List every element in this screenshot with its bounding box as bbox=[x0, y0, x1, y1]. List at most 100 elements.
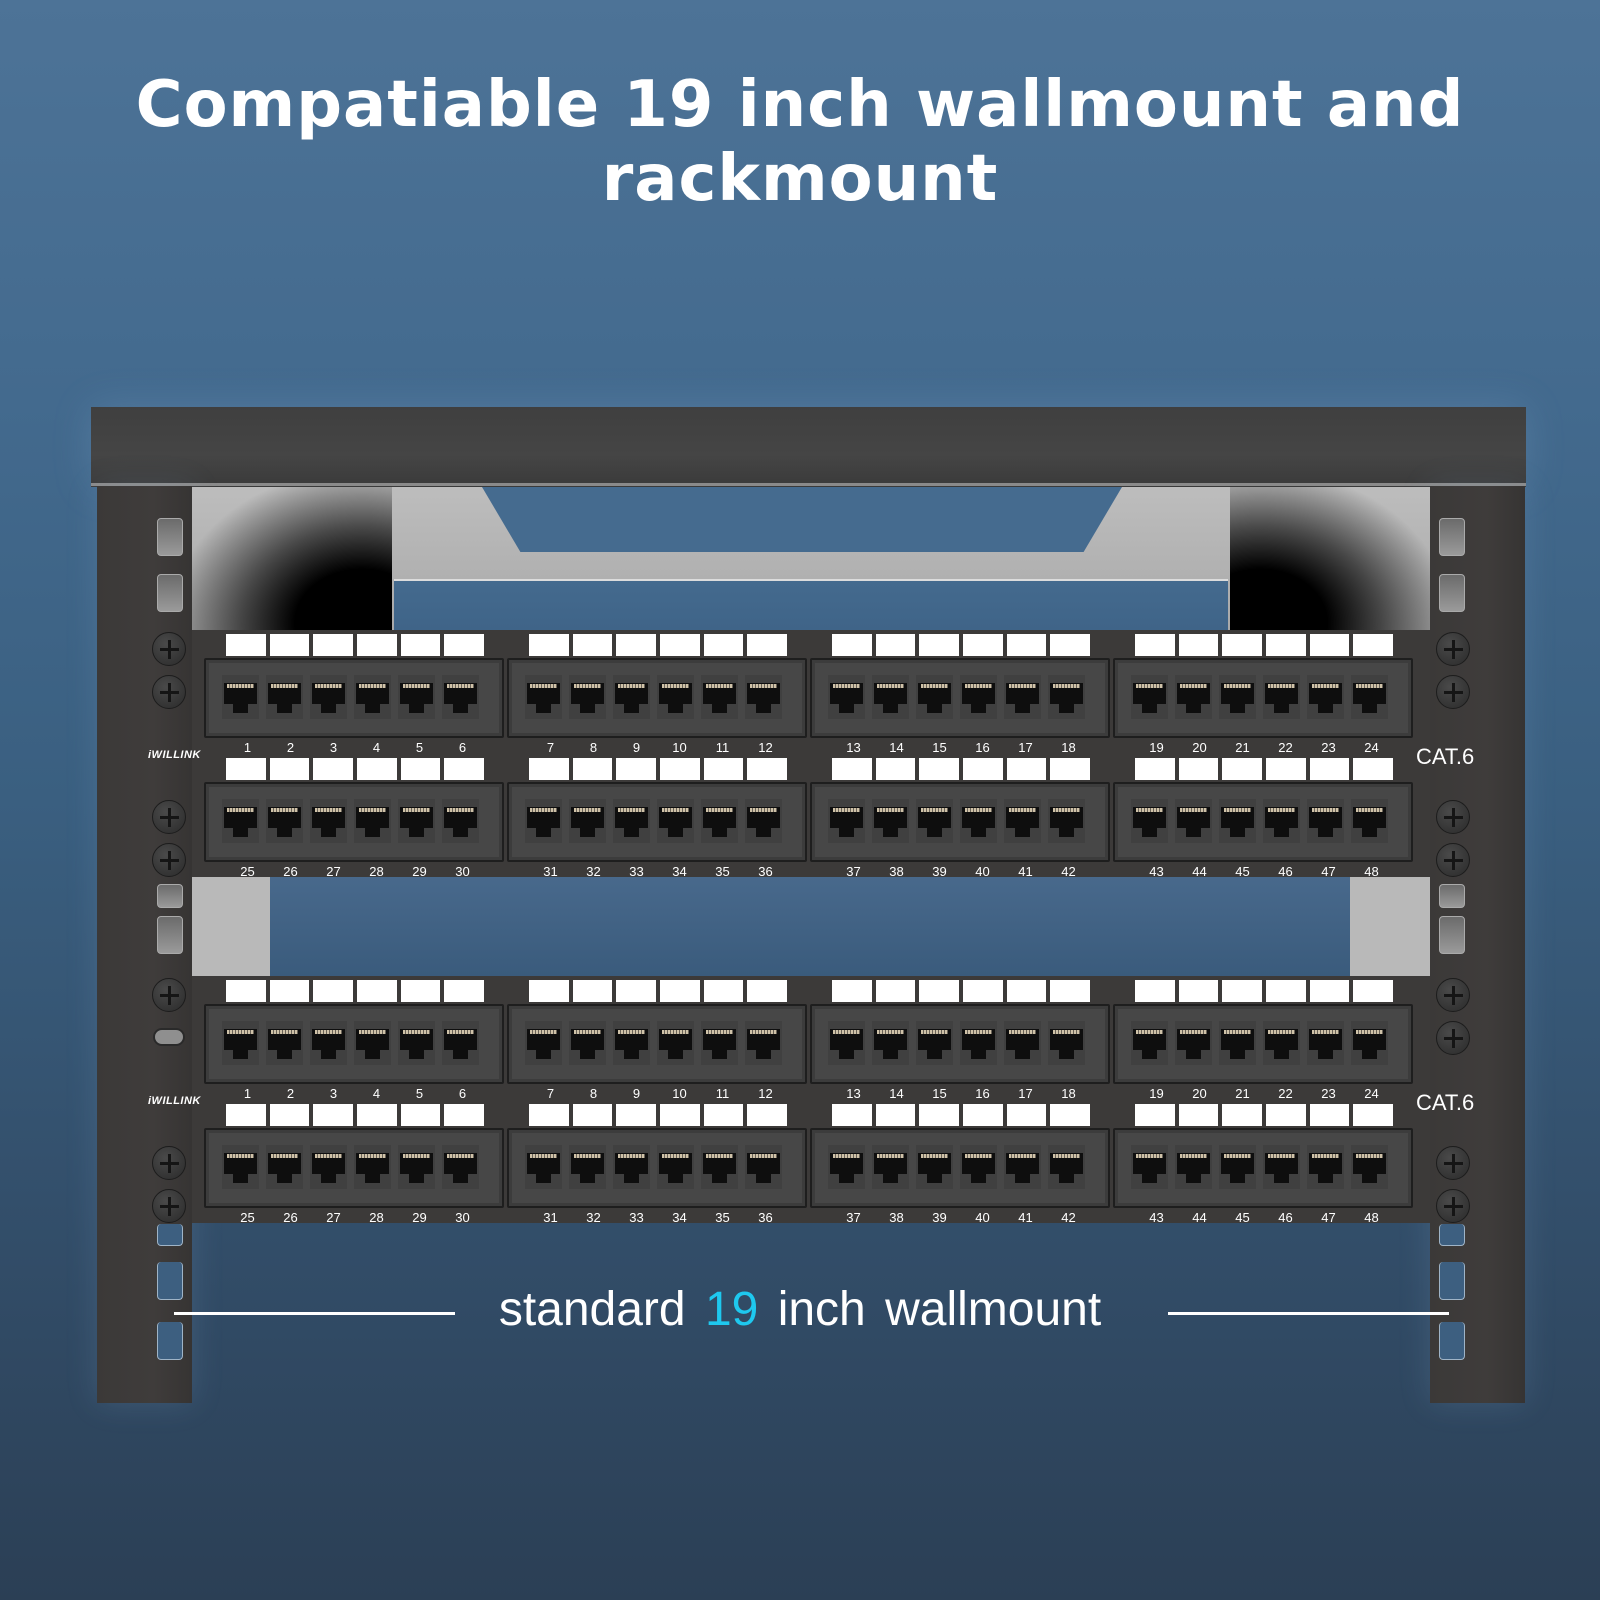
rj45-jack-icon[interactable] bbox=[442, 799, 479, 843]
rj45-jack-icon[interactable] bbox=[828, 1145, 865, 1189]
rj45-jack-icon[interactable] bbox=[613, 675, 650, 719]
rj45-jack-icon[interactable] bbox=[872, 1021, 909, 1065]
rj45-jack-icon[interactable] bbox=[569, 799, 606, 843]
rj45-jack-icon[interactable] bbox=[1131, 1021, 1168, 1065]
rj45-jack-icon[interactable] bbox=[1219, 1145, 1256, 1189]
rj45-jack-icon[interactable] bbox=[222, 1145, 259, 1189]
rj45-jack-icon[interactable] bbox=[354, 1145, 391, 1189]
rj45-jack-icon[interactable] bbox=[916, 1021, 953, 1065]
rj45-jack-icon[interactable] bbox=[1048, 675, 1085, 719]
rj45-jack-icon[interactable] bbox=[1351, 675, 1388, 719]
rj45-jack-icon[interactable] bbox=[1351, 1021, 1388, 1065]
rj45-jack-icon[interactable] bbox=[266, 675, 303, 719]
rj45-jack-icon[interactable] bbox=[354, 675, 391, 719]
rj45-jack-icon[interactable] bbox=[354, 799, 391, 843]
rj45-jack-icon[interactable] bbox=[701, 799, 738, 843]
rj45-jack-icon[interactable] bbox=[1307, 675, 1344, 719]
brand-logo: iWILLINK bbox=[148, 749, 201, 761]
rj45-jack-icon[interactable] bbox=[310, 675, 347, 719]
rj45-jack-icon[interactable] bbox=[701, 1145, 738, 1189]
rj45-jack-icon[interactable] bbox=[266, 1145, 303, 1189]
rj45-jack-icon[interactable] bbox=[525, 1021, 562, 1065]
rj45-jack-icon[interactable] bbox=[1131, 799, 1168, 843]
rj45-jack-icon[interactable] bbox=[916, 1145, 953, 1189]
rj45-jack-icon[interactable] bbox=[1175, 1021, 1212, 1065]
rj45-jack-icon[interactable] bbox=[569, 675, 606, 719]
rj45-jack-icon[interactable] bbox=[525, 675, 562, 719]
port-number: 26 bbox=[283, 864, 298, 879]
rj45-jack-icon[interactable] bbox=[442, 675, 479, 719]
rj45-jack-icon[interactable] bbox=[442, 1021, 479, 1065]
rj45-jack-icon[interactable] bbox=[745, 1021, 782, 1065]
rj45-jack-icon[interactable] bbox=[1004, 1021, 1041, 1065]
rj45-jack-icon[interactable] bbox=[701, 675, 738, 719]
rj45-jack-icon[interactable] bbox=[398, 1145, 435, 1189]
rj45-jack-icon[interactable] bbox=[266, 799, 303, 843]
rj45-jack-icon[interactable] bbox=[872, 675, 909, 719]
rj45-jack-icon[interactable] bbox=[222, 799, 259, 843]
rj45-jack-icon[interactable] bbox=[398, 799, 435, 843]
rj45-jack-icon[interactable] bbox=[222, 675, 259, 719]
rj45-jack-icon[interactable] bbox=[1175, 675, 1212, 719]
port-number: 27 bbox=[326, 864, 341, 879]
rj45-jack-icon[interactable] bbox=[701, 1021, 738, 1065]
rj45-jack-icon[interactable] bbox=[916, 799, 953, 843]
rj45-jack-icon[interactable] bbox=[657, 675, 694, 719]
rj45-jack-icon[interactable] bbox=[872, 1145, 909, 1189]
rj45-jack-icon[interactable] bbox=[1263, 799, 1300, 843]
rj45-jack-icon[interactable] bbox=[569, 1145, 606, 1189]
rj45-jack-icon[interactable] bbox=[310, 1021, 347, 1065]
rj45-jack-icon[interactable] bbox=[657, 799, 694, 843]
rj45-jack-icon[interactable] bbox=[613, 799, 650, 843]
rj45-jack-icon[interactable] bbox=[1219, 799, 1256, 843]
rj45-jack-icon[interactable] bbox=[960, 1021, 997, 1065]
rj45-jack-icon[interactable] bbox=[745, 799, 782, 843]
rj45-jack-icon[interactable] bbox=[222, 1021, 259, 1065]
rj45-jack-icon[interactable] bbox=[828, 675, 865, 719]
rj45-jack-icon[interactable] bbox=[1048, 1145, 1085, 1189]
rj45-jack-icon[interactable] bbox=[1131, 675, 1168, 719]
rj45-jack-icon[interactable] bbox=[960, 675, 997, 719]
rj45-jack-icon[interactable] bbox=[442, 1145, 479, 1189]
rj45-jack-icon[interactable] bbox=[657, 1145, 694, 1189]
rj45-jack-icon[interactable] bbox=[745, 675, 782, 719]
rj45-jack-icon[interactable] bbox=[960, 799, 997, 843]
rj45-jack-icon[interactable] bbox=[1004, 1145, 1041, 1189]
rj45-jack-icon[interactable] bbox=[525, 1145, 562, 1189]
rj45-jack-icon[interactable] bbox=[1131, 1145, 1168, 1189]
rj45-jack-icon[interactable] bbox=[916, 675, 953, 719]
rail-slot bbox=[157, 1322, 183, 1360]
rj45-jack-icon[interactable] bbox=[745, 1145, 782, 1189]
rj45-jack-icon[interactable] bbox=[657, 1021, 694, 1065]
rj45-jack-icon[interactable] bbox=[569, 1021, 606, 1065]
rj45-jack-icon[interactable] bbox=[1307, 1145, 1344, 1189]
rj45-jack-icon[interactable] bbox=[398, 1021, 435, 1065]
rj45-jack-icon[interactable] bbox=[1307, 799, 1344, 843]
rj45-jack-icon[interactable] bbox=[1175, 1145, 1212, 1189]
rj45-jack-icon[interactable] bbox=[960, 1145, 997, 1189]
rj45-jack-icon[interactable] bbox=[1263, 1021, 1300, 1065]
rj45-jack-icon[interactable] bbox=[872, 799, 909, 843]
rj45-jack-icon[interactable] bbox=[1307, 1021, 1344, 1065]
rj45-jack-icon[interactable] bbox=[828, 1021, 865, 1065]
rj45-jack-icon[interactable] bbox=[525, 799, 562, 843]
rj45-jack-icon[interactable] bbox=[1219, 1021, 1256, 1065]
rj45-jack-icon[interactable] bbox=[310, 799, 347, 843]
rj45-jack-icon[interactable] bbox=[310, 1145, 347, 1189]
rj45-jack-icon[interactable] bbox=[266, 1021, 303, 1065]
rj45-jack-icon[interactable] bbox=[1175, 799, 1212, 843]
rj45-jack-icon[interactable] bbox=[828, 799, 865, 843]
rj45-jack-icon[interactable] bbox=[1263, 1145, 1300, 1189]
rj45-jack-icon[interactable] bbox=[1351, 799, 1388, 843]
rj45-jack-icon[interactable] bbox=[1263, 675, 1300, 719]
rj45-jack-icon[interactable] bbox=[1048, 1021, 1085, 1065]
rj45-jack-icon[interactable] bbox=[1004, 799, 1041, 843]
rj45-jack-icon[interactable] bbox=[613, 1145, 650, 1189]
rj45-jack-icon[interactable] bbox=[613, 1021, 650, 1065]
rj45-jack-icon[interactable] bbox=[1048, 799, 1085, 843]
rj45-jack-icon[interactable] bbox=[1351, 1145, 1388, 1189]
rj45-jack-icon[interactable] bbox=[1004, 675, 1041, 719]
rj45-jack-icon[interactable] bbox=[1219, 675, 1256, 719]
rj45-jack-icon[interactable] bbox=[354, 1021, 391, 1065]
rj45-jack-icon[interactable] bbox=[398, 675, 435, 719]
